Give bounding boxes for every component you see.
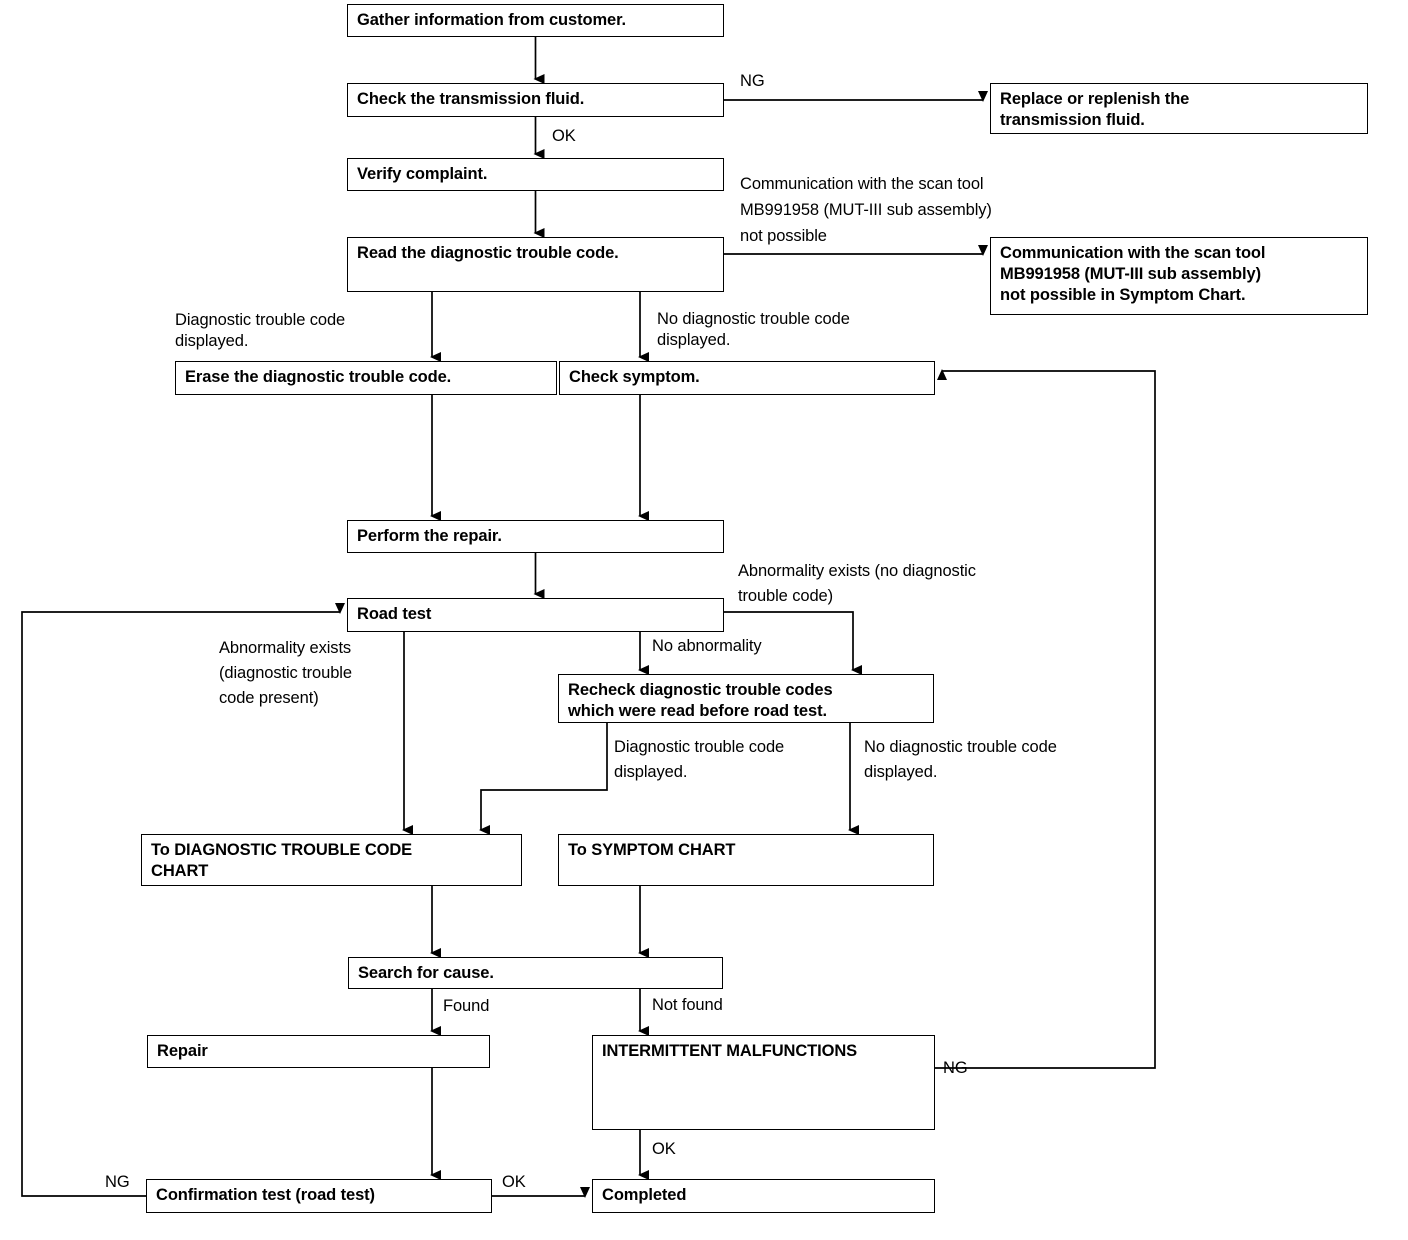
edge-label-no_dtc_disp_l1: No diagnostic trouble code (657, 310, 850, 328)
node-to_sym_chart-line1: To SYMPTOM CHART (568, 841, 736, 859)
node-recheck: Recheck diagnostic trouble codes which we… (558, 674, 934, 723)
node-check_symptom-line1: Check symptom. (569, 368, 700, 386)
edge-label-ok_confirm: OK (502, 1173, 526, 1191)
node-check_fluid-line1: Check the transmission fluid. (357, 90, 585, 108)
edge-label-dtc_disp_l1: Diagnostic trouble code (175, 311, 346, 329)
edge-label-abn_dtc_l3: code present) (219, 689, 319, 707)
node-gather-line1: Gather information from customer. (357, 11, 626, 29)
node-check_symptom: Check symptom. (559, 361, 935, 395)
node-confirm-line1: Confirmation test (road test) (156, 1186, 375, 1204)
node-perform: Perform the repair. (347, 520, 724, 553)
node-confirm: Confirmation test (road test) (146, 1179, 492, 1213)
edge-label-abn_dtc_l1: Abnormality exists (219, 639, 352, 657)
connector-roadtest-abn-to-recheck (724, 611, 862, 675)
node-repair-line1: Repair (157, 1042, 208, 1060)
edge-label-no_dtc_disp_l2: displayed. (657, 331, 731, 349)
edge-label-not_found: Not found (652, 996, 723, 1014)
node-comm_sym-line1: Communication with the scan tool (1000, 244, 1266, 262)
connector-confirm-ng-to-roadtest (21, 603, 345, 1197)
node-erase_dtc-line1: Erase the diagnostic trouble code. (185, 368, 452, 386)
node-search: Search for cause. (348, 957, 723, 989)
node-to_dtc_chart-line2: CHART (151, 862, 209, 880)
edge-label-no_dtc_disp2_l1: No diagnostic trouble code (864, 738, 1057, 756)
connector-intermittent-ng-to-checksym (935, 369, 1156, 1069)
edge-label-dtc_disp2_l2: displayed. (614, 763, 688, 781)
node-to_dtc_chart-line1: To DIAGNOSTIC TROUBLE CODE (151, 841, 413, 859)
node-read_dtc-line1: Read the diagnostic trouble code. (357, 244, 619, 262)
node-intermittent-line1: INTERMITTENT MALFUNCTIONS (602, 1042, 858, 1060)
node-verify: Verify complaint. (347, 158, 724, 191)
edge-label-abn_no_dtc_l1: Abnormality exists (no diagnostic (738, 562, 976, 580)
node-perform-line1: Perform the repair. (357, 527, 502, 545)
node-replace_fluid-line2: transmission fluid. (1000, 111, 1145, 129)
edge-label-abn_dtc_l2: (diagnostic trouble (219, 664, 352, 682)
node-completed-line1: Completed (602, 1186, 687, 1204)
edge-label-dtc_disp2_l1: Diagnostic trouble code (614, 738, 785, 756)
edge-label-ng_intermittent: NG (943, 1059, 968, 1077)
node-completed: Completed (592, 1179, 935, 1213)
edge-label-comm_note_l1: Communication with the scan tool (740, 175, 984, 193)
edge-label-found: Found (443, 997, 490, 1015)
node-repair: Repair (147, 1035, 490, 1068)
node-intermittent: INTERMITTENT MALFUNCTIONS (592, 1035, 935, 1130)
node-road_test-line1: Road test (357, 605, 432, 623)
edge-label-comm_note_l3: not possible (740, 227, 827, 245)
edge-label-ok_fluid: OK (552, 127, 576, 145)
node-erase_dtc: Erase the diagnostic trouble code. (175, 361, 557, 395)
edge-label-dtc_disp_l2: displayed. (175, 332, 249, 350)
node-search-line1: Search for cause. (358, 964, 494, 982)
edge-label-abn_no_dtc_l2: trouble code) (738, 587, 834, 605)
node-to_dtc_chart: To DIAGNOSTIC TROUBLE CODE CHART (141, 834, 522, 886)
edge-label-ng_fluid: NG (740, 72, 765, 90)
node-gather: Gather information from customer. (347, 4, 724, 37)
node-replace_fluid-line1: Replace or replenish the (1000, 90, 1190, 108)
edge-label-no_dtc_disp2_l2: displayed. (864, 763, 938, 781)
node-check_fluid: Check the transmission fluid. (347, 83, 724, 117)
edge-label-ok_intermittent: OK (652, 1140, 676, 1158)
connector-recheck-to-dtcchart (479, 723, 608, 835)
node-road_test: Road test (347, 598, 724, 632)
node-recheck-line2: which were read before road test. (568, 702, 827, 720)
edge-label-no_abnormality: No abnormality (652, 637, 762, 655)
node-to_sym_chart: To SYMPTOM CHART (558, 834, 934, 886)
node-recheck-line1: Recheck diagnostic trouble codes (568, 681, 833, 699)
node-comm_sym-line3: not possible in Symptom Chart. (1000, 286, 1246, 304)
node-replace_fluid: Replace or replenish the transmission flu… (990, 83, 1368, 134)
node-verify-line1: Verify complaint. (357, 165, 488, 183)
edge-label-ng_confirm: NG (105, 1173, 130, 1191)
node-read_dtc: Read the diagnostic trouble code. (347, 237, 724, 292)
edge-label-comm_note_l2: MB991958 (MUT-III sub assembly) (740, 201, 992, 219)
node-comm_sym-line2: MB991958 (MUT-III sub assembly) (1000, 265, 1261, 283)
